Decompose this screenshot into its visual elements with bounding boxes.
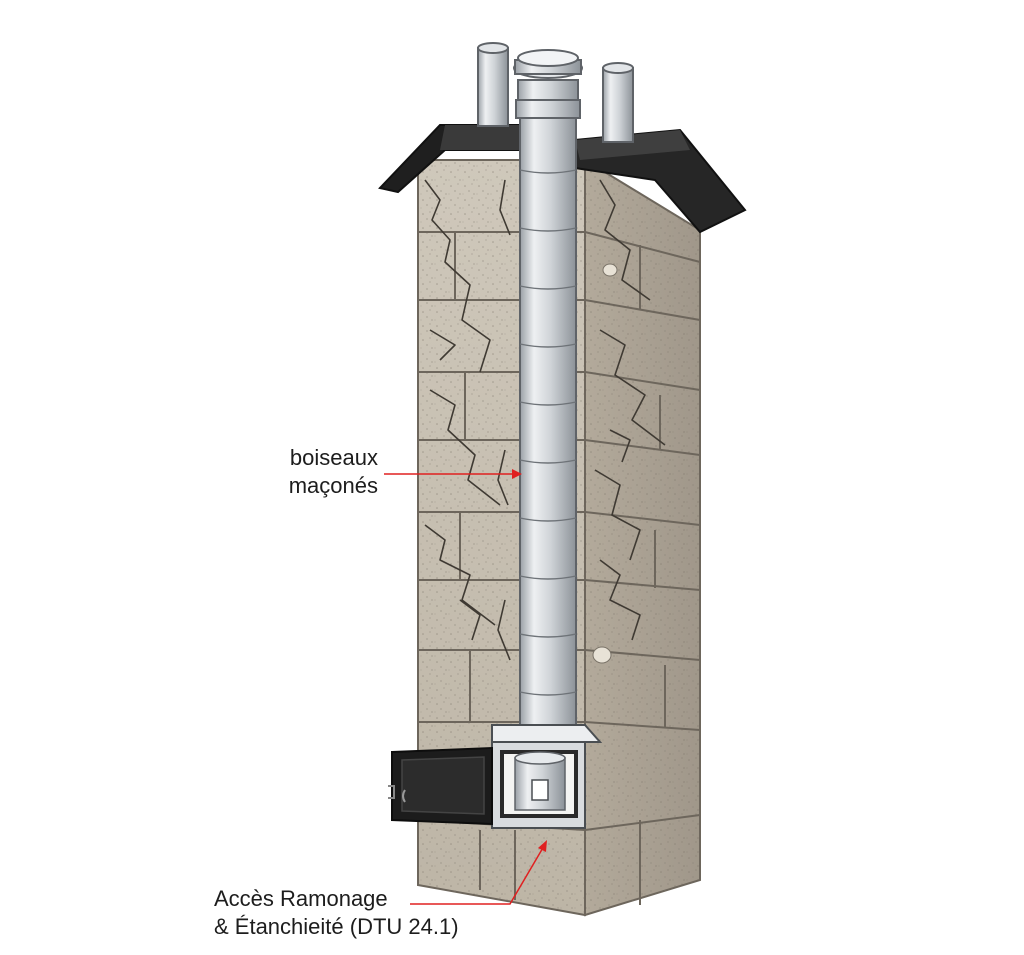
access-box	[491, 724, 603, 829]
stainless-liner	[513, 49, 583, 736]
vent-pipes	[477, 42, 634, 143]
leader-lines	[384, 469, 547, 905]
label-acces-line2: & Étanchieité (DTU 24.1)	[214, 914, 459, 939]
label-acces-ramonage: Accès Ramonage & Étanchieité (DTU 24.1)	[214, 885, 459, 941]
chimney-cap	[378, 124, 747, 234]
leader-acces-arrow	[538, 840, 547, 852]
label-boiseaux-line2: maçonés	[288, 473, 378, 498]
label-boiseaux-line1: boiseaux	[289, 445, 378, 470]
label-boiseaux-maconnes: boiseaux maçonés	[289, 444, 378, 500]
leader-acces	[410, 845, 545, 905]
leader-boiseaux-arrow	[512, 469, 522, 479]
label-acces-line1: Accès Ramonage	[214, 886, 388, 911]
access-door	[388, 746, 493, 826]
masonry-cracks	[424, 179, 666, 661]
